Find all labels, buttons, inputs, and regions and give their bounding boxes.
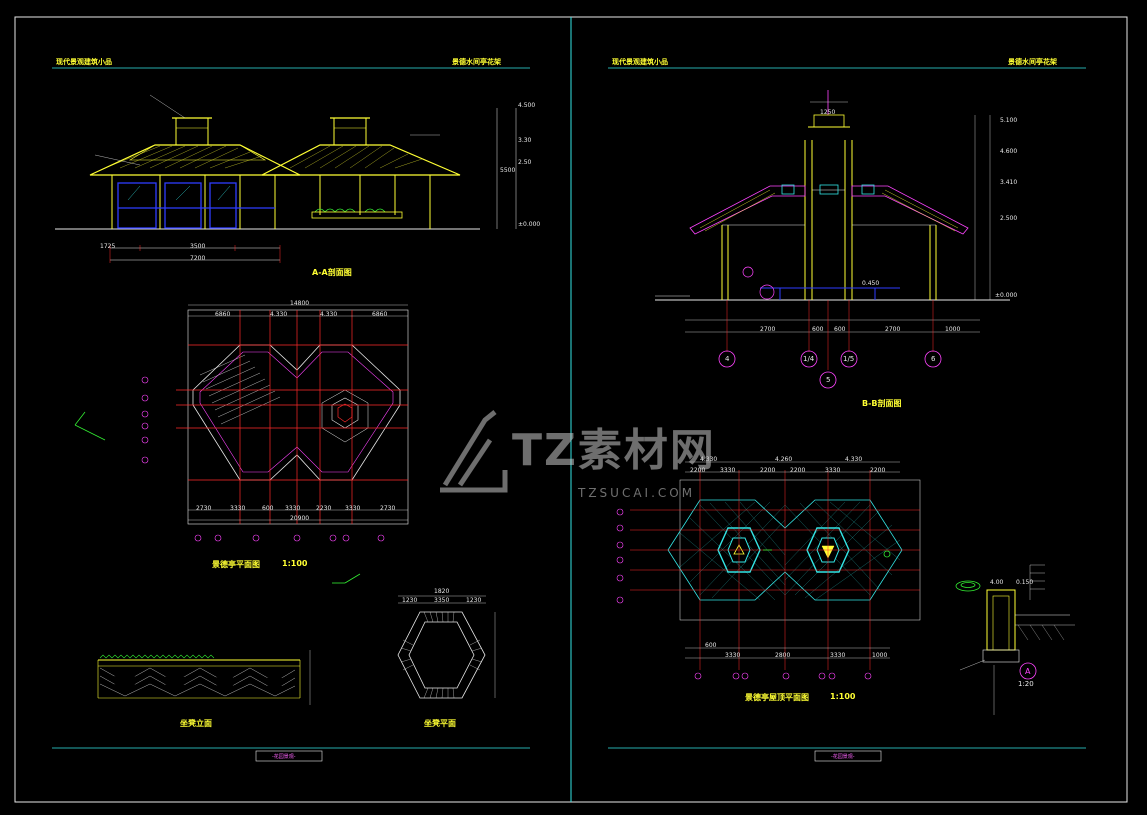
right-header-right: 景德水间亭花架 [1008, 58, 1057, 66]
left-bench-plan-caption: 坐凳平面 [424, 719, 456, 728]
dim-plan-total-top: 14800 [290, 300, 310, 307]
left-plan-caption: 景德亭平面图 [212, 560, 260, 569]
axis-label-4: 4 [725, 355, 730, 363]
dim-plan-top-3: 4.330 [320, 311, 338, 318]
dim-detail-1: 4.00 [990, 579, 1004, 586]
dim-section-5500: 5500 [500, 167, 516, 174]
dim-roof-top-7: 2200 [790, 467, 806, 474]
bb-section-drawing [655, 90, 1010, 389]
dim-plan-bottom-6: 3330 [345, 505, 361, 512]
dim-bb-0-450: 0.450 [862, 280, 880, 287]
dim-bb-600-left: 600 [812, 326, 824, 333]
axis-label-6: 6 [931, 355, 936, 363]
dim-roof-top-2: 4.260 [775, 456, 793, 463]
dim-roof-bottom-1: 600 [705, 642, 717, 649]
dim-plan-bottom-7: 2730 [380, 505, 396, 512]
dim-roof-top-4: 2200 [690, 467, 706, 474]
dim-bb-elev-2: 4.600 [1000, 148, 1018, 155]
dim-roof-bottom-2: 3330 [725, 652, 741, 659]
dim-bench-total: 1820 [434, 588, 450, 595]
detail-a-scale: 1:20 [1018, 680, 1034, 688]
dim-plan-bottom-1: 2730 [196, 505, 212, 512]
left-footer-stamp: -花园景观- [272, 754, 296, 760]
dim-bench-3: 1230 [466, 597, 482, 604]
right-footer-stamp: -花园景观- [831, 754, 855, 760]
right-header-left: 现代景观建筑小品 [612, 58, 668, 66]
axis-bubble-6 [924, 350, 942, 368]
dim-section-elev-1: 2.50 [518, 159, 532, 166]
dim-plan-bottom-5: 2230 [316, 505, 332, 512]
right-roof-plan-caption: 景德亭屋顶平面图 [745, 693, 809, 702]
dim-roof-top-6: 2200 [760, 467, 776, 474]
dim-bb-elev-1: 5.100 [1000, 117, 1018, 124]
dim-roof-top-1: 4.330 [700, 456, 718, 463]
pavilion-plan-drawing [74, 304, 409, 584]
dim-roof-top-5: 3330 [720, 467, 736, 474]
dim-bb-elev-0: ±0.000 [995, 292, 1018, 299]
dim-bb-2700-left: 2700 [760, 326, 776, 333]
detail-a-label: A [1025, 667, 1031, 676]
dim-plan-top-4: 6860 [372, 311, 388, 318]
dim-roof-top-8: 3330 [825, 467, 841, 474]
left-plan-scale: 1:100 [282, 559, 308, 568]
dim-plan-bottom-3: 600 [262, 505, 274, 512]
right-roof-plan-scale: 1:100 [830, 692, 856, 701]
dim-plan-total-bottom: 20900 [290, 515, 310, 522]
dim-bench-2: 3350 [434, 597, 450, 604]
dim-bb-2700-right: 2700 [885, 326, 901, 333]
dim-roof-top-3: 4.330 [845, 456, 863, 463]
left-footer-box [255, 750, 323, 762]
left-bench-elevation-caption: 坐凳立面 [180, 719, 212, 728]
dim-roof-bottom-3: 2800 [775, 652, 791, 659]
right-footer-box [814, 750, 882, 762]
dim-section-elev-2: 3.30 [518, 137, 532, 144]
dim-bb-elev-3: 3.410 [1000, 179, 1018, 186]
detail-a-bubble [1019, 662, 1037, 680]
axis-bubble-1-5 [840, 350, 858, 368]
dim-bench-1: 1230 [402, 597, 418, 604]
axis-label-5: 5 [826, 376, 831, 384]
dim-section-elev-3: 4.500 [518, 102, 536, 109]
dim-plan-top-2: 4.330 [270, 311, 288, 318]
axis-label-1-5: 1/5 [843, 355, 855, 363]
dim-bb-1250: 1250 [820, 109, 836, 116]
aa-section-drawing [55, 94, 517, 263]
right-section-caption: B-B剖面图 [862, 399, 902, 408]
bench-elevation-drawing [97, 650, 311, 705]
dim-plan-top-1: 6860 [215, 311, 231, 318]
watermark-text: TZ素材网 [512, 425, 716, 476]
axis-label-1-4: 1/4 [803, 355, 815, 363]
dim-roof-bottom-4: 3330 [830, 652, 846, 659]
dim-roof-top-9: 2200 [870, 467, 886, 474]
bench-plan-drawing [397, 595, 496, 699]
left-header-right: 景德水间亭花架 [452, 58, 501, 66]
roof-plan-drawing [616, 461, 921, 680]
dim-detail-2: 0.150 [1016, 579, 1034, 586]
dim-bb-1000: 1000 [945, 326, 961, 333]
dim-section-7200: 7200 [190, 255, 206, 262]
dim-section-elev-0: ±0.000 [518, 221, 541, 228]
dim-roof-bottom-5: 1000 [872, 652, 888, 659]
watermark-logo-icon [440, 410, 508, 493]
left-header-left: 现代景观建筑小品 [56, 58, 112, 66]
dim-section-1725: 1725 [100, 243, 116, 250]
dim-bb-600-right: 600 [834, 326, 846, 333]
dim-plan-bottom-4: 3330 [285, 505, 301, 512]
axis-bubble-1-4 [800, 350, 818, 368]
axis-bubble-5 [819, 371, 837, 389]
axis-bubble-4 [718, 350, 736, 368]
left-section-caption: A-A剖面图 [312, 268, 352, 277]
dim-bb-elev-4: 2.500 [1000, 215, 1018, 222]
dim-plan-bottom-2: 3330 [230, 505, 246, 512]
detail-a-drawing [955, 564, 1075, 715]
watermark-subtext: TZSUCAI.COM [578, 486, 696, 500]
dim-section-3500: 3500 [190, 243, 206, 250]
